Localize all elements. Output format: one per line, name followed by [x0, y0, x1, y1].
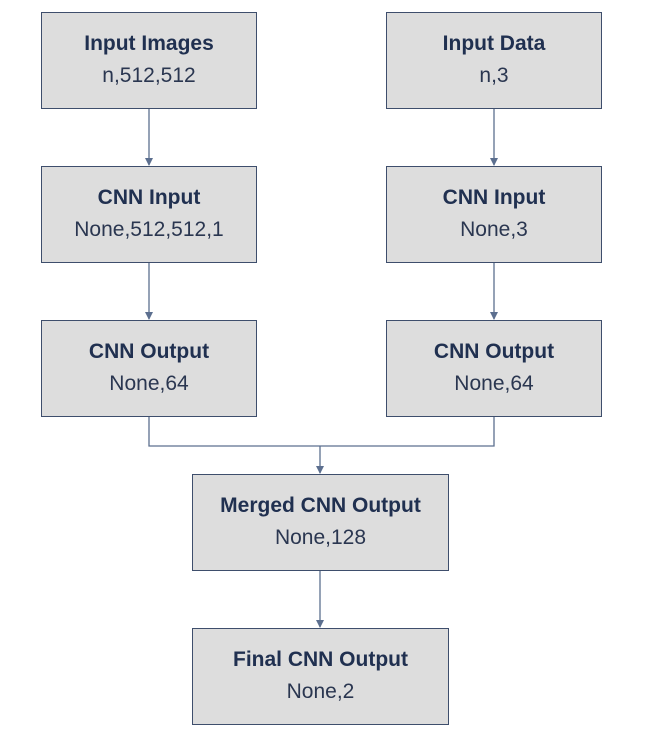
- node-title: Final CNN Output: [233, 647, 408, 671]
- node-shape: None,64: [109, 371, 189, 395]
- input-data-node: Input Data n,3: [386, 12, 602, 109]
- connector-right-output-to-merge: [320, 417, 495, 447]
- node-shape: n,512,512: [102, 63, 196, 87]
- node-title: CNN Input: [97, 185, 201, 209]
- merged-cnn-output-node: Merged CNN Output None,128: [192, 474, 449, 571]
- node-shape: None,128: [274, 525, 367, 549]
- node-title: Input Data: [442, 31, 546, 55]
- node-title: Merged CNN Output: [220, 493, 421, 517]
- node-title: CNN Input: [442, 185, 546, 209]
- final-cnn-output-node: Final CNN Output None,2: [192, 628, 449, 725]
- cnn-input-left-node: CNN Input None,512,512,1: [41, 166, 257, 263]
- node-shape: n,3: [479, 63, 509, 87]
- node-shape: None,64: [454, 371, 534, 395]
- input-images-node: Input Images n,512,512: [41, 12, 257, 109]
- node-title: CNN Output: [433, 339, 555, 363]
- connector-left-output-to-merge: [148, 417, 320, 447]
- node-shape: None,3: [460, 217, 528, 241]
- node-title: CNN Output: [88, 339, 210, 363]
- cnn-input-right-node: CNN Input None,3: [386, 166, 602, 263]
- node-title: Input Images: [84, 31, 214, 55]
- node-shape: None,2: [286, 679, 355, 703]
- cnn-output-right-node: CNN Output None,64: [386, 320, 602, 417]
- cnn-output-left-node: CNN Output None,64: [41, 320, 257, 417]
- node-shape: None,512,512,1: [74, 217, 224, 241]
